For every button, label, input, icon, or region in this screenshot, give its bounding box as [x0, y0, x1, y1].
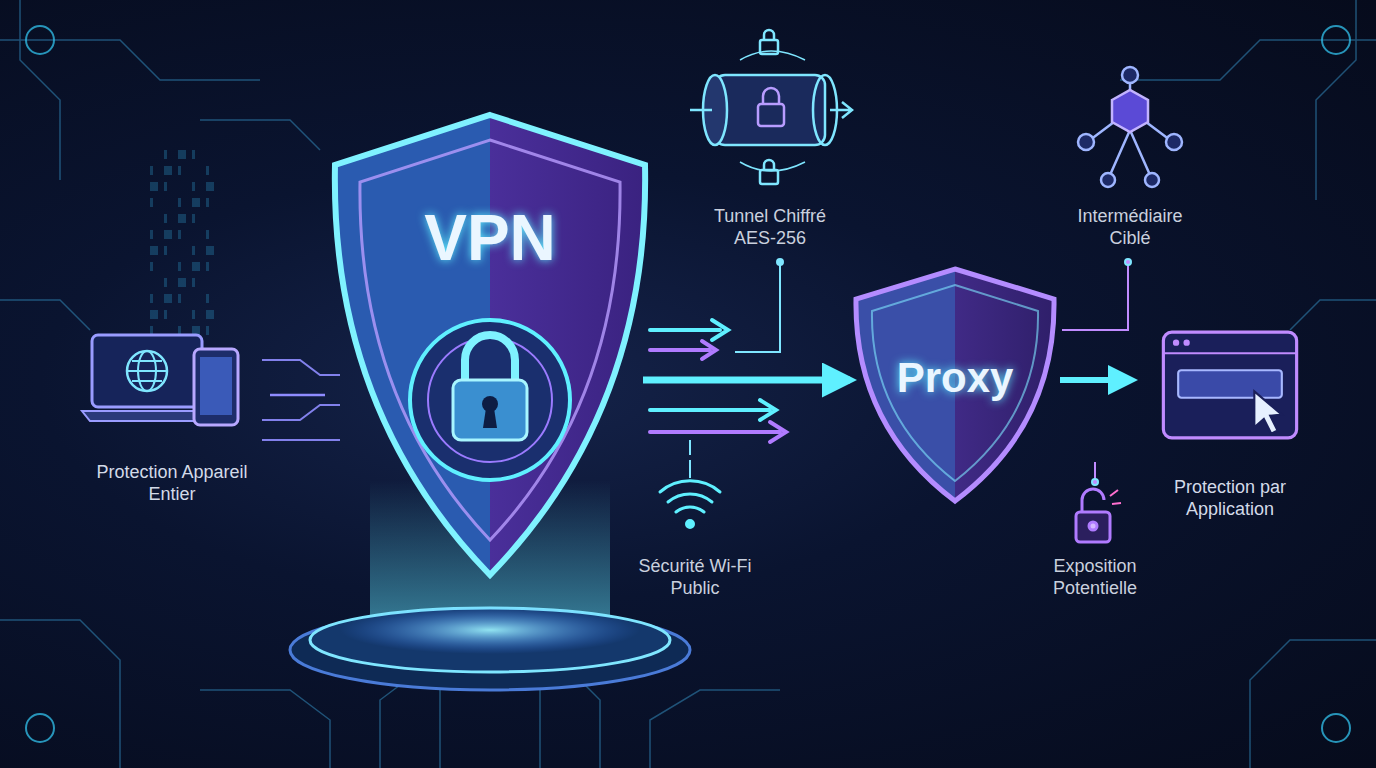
icon-node: Protection Appareil Entier — [74, 325, 270, 515]
callout-label: Tunnel Chiffré AES-256 — [695, 205, 845, 249]
open-lock-icon — [1076, 489, 1121, 542]
network-icon — [1078, 67, 1182, 187]
icon-caption: Protection par Application — [1140, 476, 1320, 520]
shield-title: Proxy — [897, 353, 1014, 403]
wifi-icon — [660, 481, 720, 528]
icon-node: Protection par Application — [1132, 330, 1328, 524]
shield-title: VPN — [424, 200, 556, 277]
callout-label: Exposition Potentielle — [1010, 555, 1180, 599]
icon — [74, 325, 270, 435]
shield-node: VPN — [325, 110, 655, 580]
callout-label: Intermédiaire Ciblé — [1055, 205, 1205, 249]
callout-label: Sécurité Wi-Fi Public — [625, 555, 765, 599]
connector-arrow — [643, 377, 850, 384]
connector-arrow — [270, 394, 325, 397]
icon — [1132, 330, 1328, 440]
shield-shape — [325, 110, 655, 580]
shield-node: Proxy — [850, 265, 1060, 505]
tunnel-icon — [690, 30, 852, 184]
icon-caption: Protection Appareil Entier — [82, 461, 262, 505]
connector-arrow — [1060, 377, 1132, 383]
